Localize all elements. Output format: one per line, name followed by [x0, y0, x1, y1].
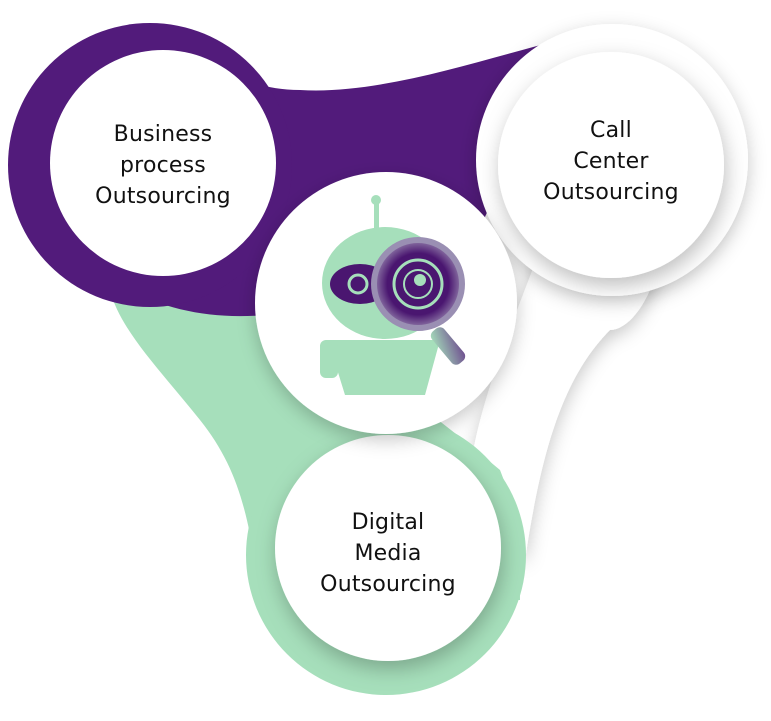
digital-media-inner-circle[interactable]: [275, 435, 501, 661]
bpo-inner-circle[interactable]: [50, 50, 276, 276]
digital-media-label: Digital Media Outsourcing: [320, 509, 456, 597]
call-center-inner-circle[interactable]: [498, 52, 724, 278]
bpo-label: Business process Outsourcing: [95, 121, 231, 209]
robot-magnifier-icon: [320, 195, 466, 395]
call-center-label: Call Center Outsourcing: [543, 117, 679, 205]
